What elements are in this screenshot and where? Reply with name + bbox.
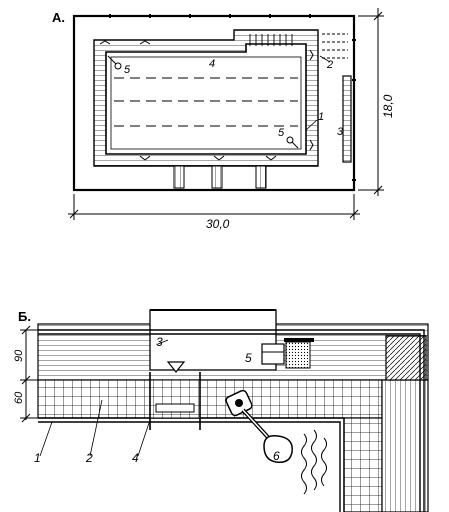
callout-a-2: 2 (326, 59, 333, 71)
width-dimension (68, 194, 360, 220)
site-boundary (72, 14, 356, 192)
callout-b-1: 1 (34, 451, 41, 465)
height-dimension (358, 8, 384, 196)
dim-width: 30,0 (206, 217, 230, 231)
pool-edge (38, 329, 425, 512)
callout-b-4: 4 (132, 451, 139, 465)
plan-b-label: Б. (18, 309, 31, 324)
callout-a-1: 1 (318, 111, 324, 123)
callout-b-3: 3 (156, 335, 163, 349)
plan-b: Б. (13, 309, 429, 512)
callout-b-5: 5 (245, 351, 252, 365)
water-waves (301, 429, 327, 495)
leader-lines-b (39, 339, 169, 457)
entry-posts (173, 165, 267, 189)
edge-markers (99, 40, 314, 161)
dim-height: 18,0 (381, 94, 395, 118)
boundary-ticks (109, 14, 356, 181)
leader-lines (305, 55, 331, 131)
lounge-chair-icon (261, 338, 314, 369)
plan-a: А. (52, 8, 395, 231)
lane-lines (114, 77, 298, 127)
pool-basin (105, 43, 307, 155)
entry-arrow-icon (166, 361, 186, 373)
outside-steps (322, 33, 348, 59)
drain-icon (225, 389, 293, 464)
callout-b-2: 2 (85, 451, 93, 465)
callout-a-3: 3 (337, 126, 344, 138)
tile-band (37, 379, 383, 419)
plan-a-label: А. (52, 10, 65, 25)
dim-lower: 60 (13, 391, 25, 404)
ladders (107, 55, 299, 149)
callout-a-5-bottom: 5 (278, 127, 285, 139)
dim-upper: 90 (13, 349, 25, 362)
section-dimension (20, 325, 40, 423)
tile-leg (343, 417, 383, 512)
pavilion (149, 309, 277, 371)
callout-a-5-top: 5 (124, 64, 131, 76)
bench (342, 75, 352, 163)
callout-a-4: 4 (209, 58, 215, 70)
steps (249, 34, 293, 46)
side-deck (381, 379, 429, 512)
callout-b-6: 6 (273, 449, 280, 463)
